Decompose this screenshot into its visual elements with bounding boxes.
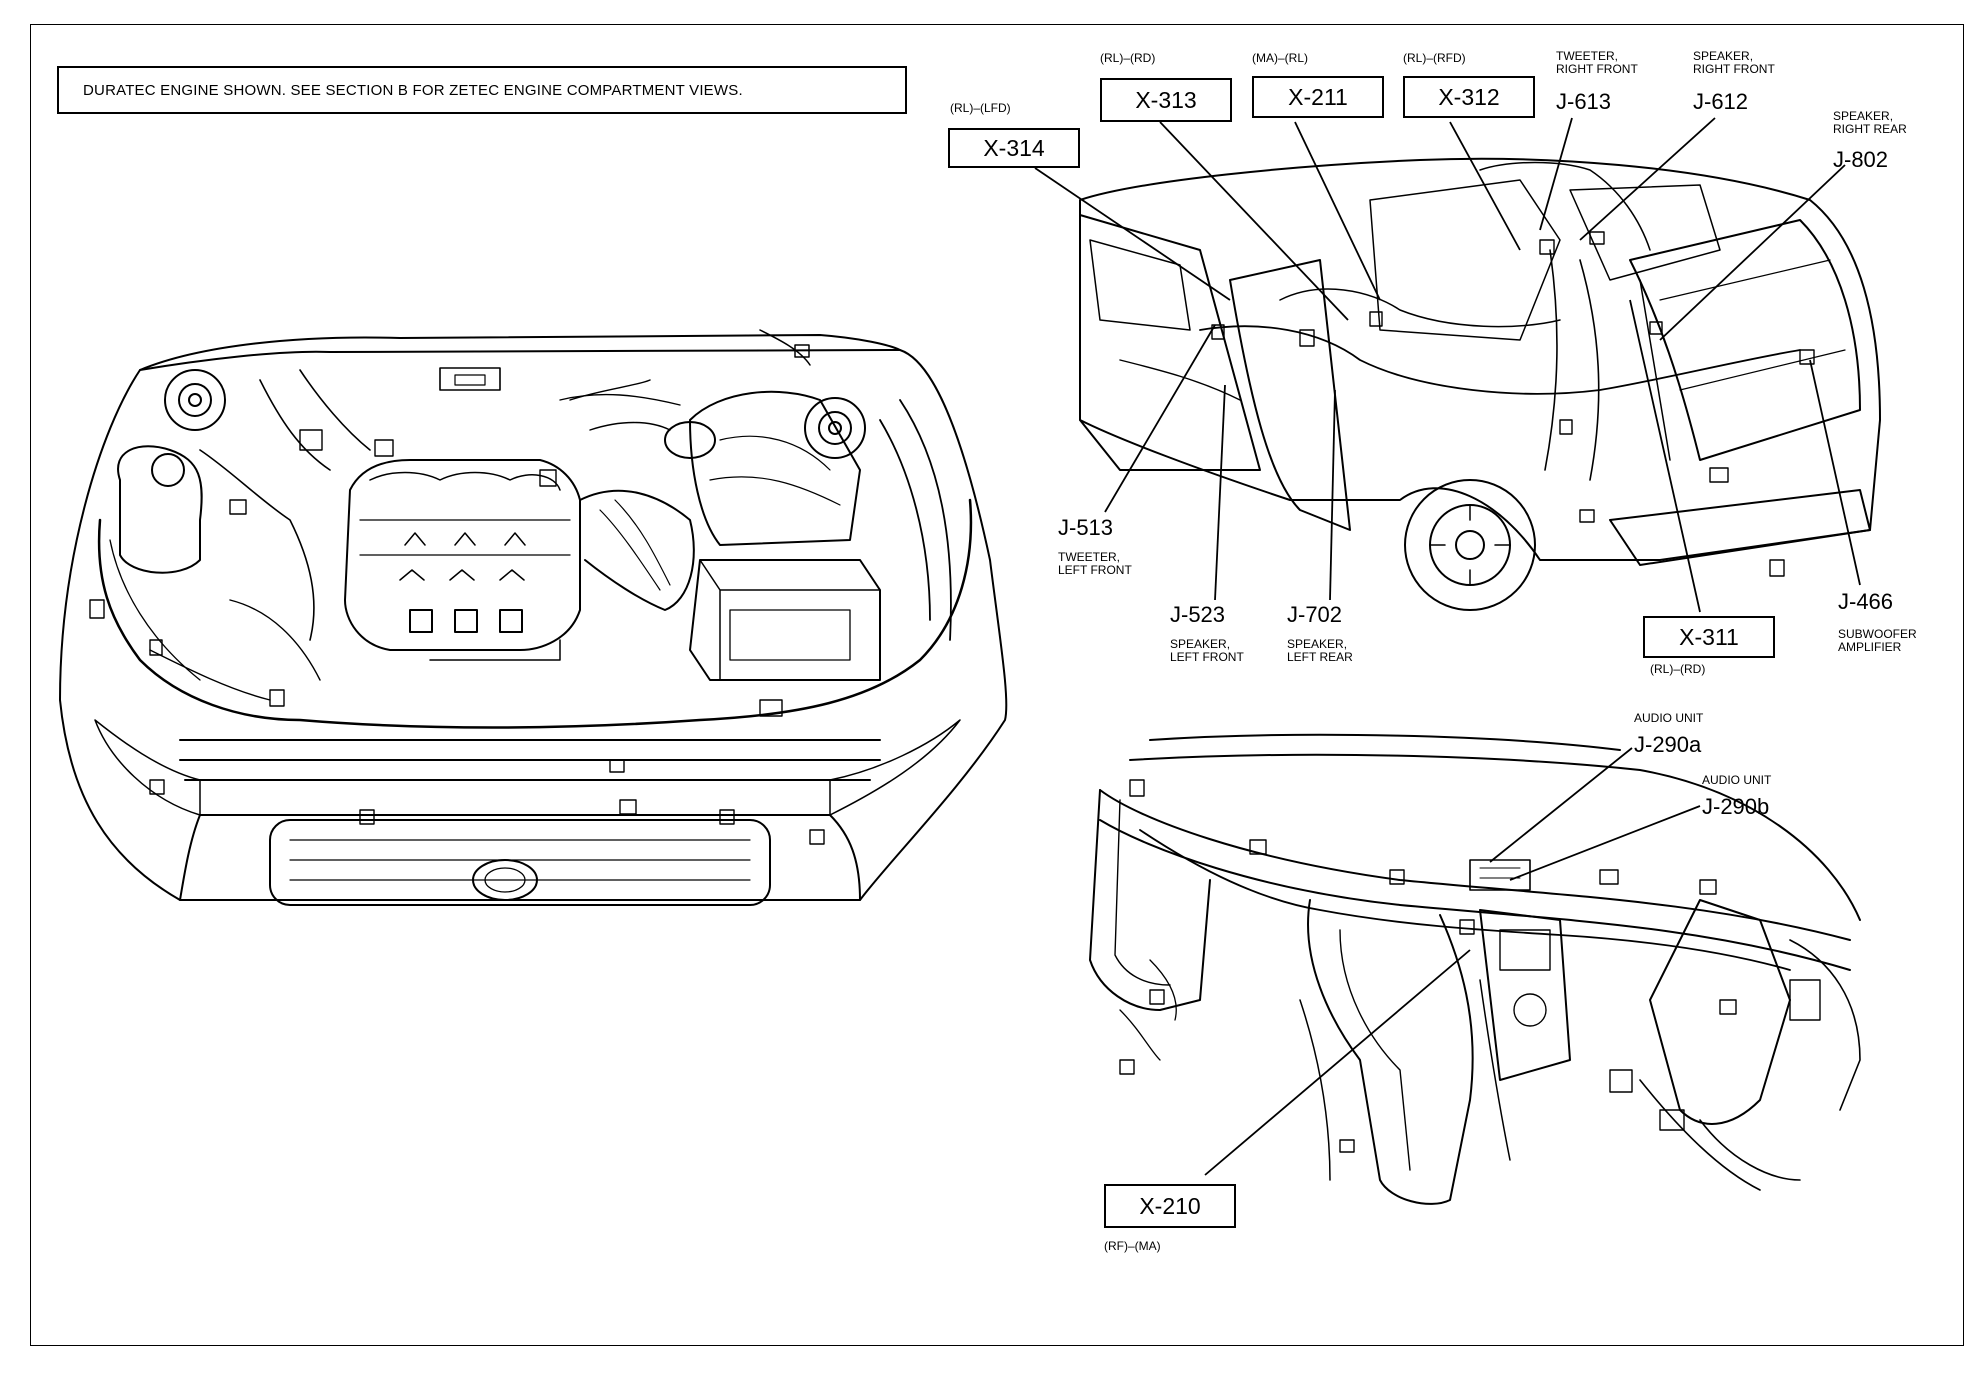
jack-j523: J-523 — [1170, 602, 1226, 627]
jack-j702: J-702 — [1287, 602, 1343, 627]
jack-j612: J-612 — [1693, 89, 1749, 114]
j612-desc-2: RIGHT FRONT — [1693, 62, 1775, 76]
jack-j613: J-613 — [1556, 89, 1612, 114]
engine-compartment-drawing — [59, 329, 1008, 906]
j702-desc-2: LEFT REAR — [1287, 650, 1353, 664]
j613-desc-1: TWEETER, — [1556, 49, 1618, 63]
connector-x211: X-211 — [1252, 76, 1384, 118]
j513-desc-2: LEFT FRONT — [1058, 563, 1132, 577]
j466-desc-2: AMPLIFIER — [1838, 640, 1902, 654]
j290a-desc: AUDIO UNIT — [1634, 711, 1704, 725]
x211-location: (MA)–(RL) — [1252, 51, 1308, 65]
j513-desc-1: TWEETER, — [1058, 550, 1120, 564]
connector-x311: X-311 — [1643, 616, 1775, 658]
connector-x314: X-314 — [948, 128, 1080, 168]
x312-location: (RL)–(RFD) — [1403, 51, 1466, 65]
dashboard-drawing — [1089, 733, 1861, 1205]
j802-desc-1: SPEAKER, — [1833, 109, 1894, 123]
jack-j290a: J-290a — [1634, 732, 1702, 757]
j290b-desc: AUDIO UNIT — [1702, 773, 1772, 787]
jack-j290b: J-290b — [1702, 794, 1770, 819]
engine-note: DURATEC ENGINE SHOWN. SEE SECTION B FOR … — [57, 66, 907, 114]
jack-j802: J-802 — [1833, 147, 1889, 172]
j612-desc-1: SPEAKER, — [1693, 49, 1754, 63]
jack-j466: J-466 — [1838, 589, 1894, 614]
connector-x313: X-313 — [1100, 78, 1232, 122]
connector-x312: X-312 — [1403, 76, 1535, 118]
diagram-frame — [30, 24, 1964, 1346]
j466-desc-1: SUBWOOFER — [1838, 627, 1917, 641]
j702-desc-1: SPEAKER, — [1287, 637, 1348, 651]
j523-desc-2: LEFT FRONT — [1170, 650, 1244, 664]
j523-desc-1: SPEAKER, — [1170, 637, 1231, 651]
x314-location: (RL)–(LFD) — [950, 101, 1011, 115]
jack-j513: J-513 — [1058, 515, 1114, 540]
x311-location: (RL)–(RD) — [1650, 662, 1706, 676]
connector-x210: X-210 — [1104, 1184, 1236, 1228]
vehicle-body-drawing — [1079, 157, 1881, 611]
j802-desc-2: RIGHT REAR — [1833, 122, 1907, 136]
x210-location: (RF)–(MA) — [1104, 1239, 1161, 1253]
j613-desc-2: RIGHT FRONT — [1556, 62, 1638, 76]
x313-location: (RL)–(RD) — [1100, 51, 1156, 65]
callout-leader-lines — [1034, 117, 1861, 1176]
